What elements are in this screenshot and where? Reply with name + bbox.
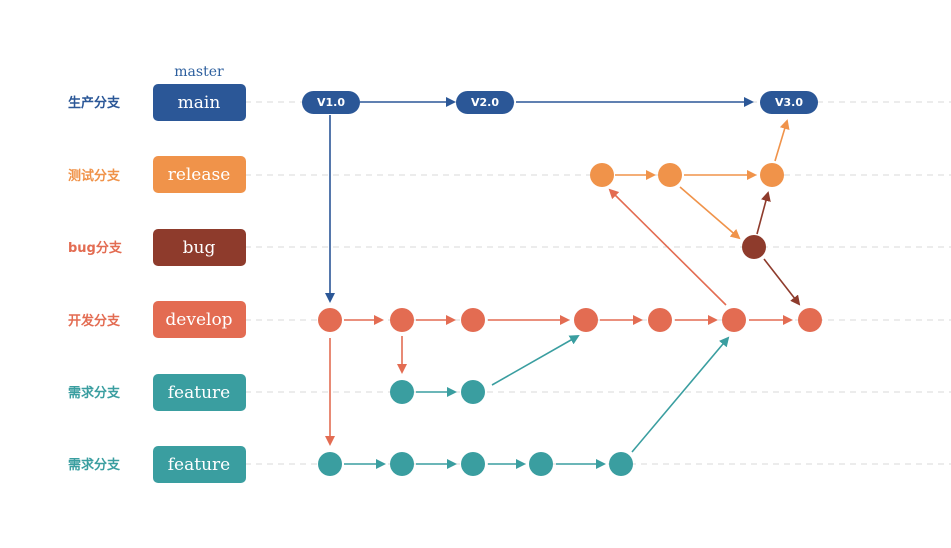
commit-develop-6 (722, 308, 746, 332)
branch-pills: main release bug develop feature feature (153, 84, 246, 483)
branch-pill-feature1-text: feature (168, 383, 230, 403)
commit-feature2-2 (390, 452, 414, 476)
edges (325, 97, 801, 469)
edge-feat2e-dev6 (631, 336, 730, 453)
commit-develop-3 (461, 308, 485, 332)
commit-release-1 (590, 163, 614, 187)
branch-pill-bug (153, 229, 246, 266)
branch-pill-develop (153, 301, 246, 338)
branch-pill-release-text: release (168, 165, 231, 185)
row-label-feature2: 需求分支 (68, 457, 121, 473)
edge-release3-v3 (774, 119, 790, 162)
commit-feature1-1 (390, 380, 414, 404)
commit-develop-4 (574, 308, 598, 332)
commit-develop-5 (648, 308, 672, 332)
branch-pill-release (153, 156, 246, 193)
row-label-main: 生产分支 (68, 95, 121, 111)
commit-develop-1 (318, 308, 342, 332)
edge-feat1b-dev4 (491, 335, 580, 386)
commit-feature2-1 (318, 452, 342, 476)
commit-feature2-3 (461, 452, 485, 476)
master-caption: master (174, 64, 224, 80)
commit-nodes (318, 163, 822, 476)
tag-v2 (456, 91, 514, 114)
commit-feature2-5 (609, 452, 633, 476)
row-labels: 生产分支 测试分支 bug分支 开发分支 需求分支 需求分支 (68, 95, 123, 473)
edge-bug-develop7 (763, 258, 801, 306)
commit-feature2-4 (529, 452, 553, 476)
tag-v3-text: V3.0 (775, 96, 803, 109)
row-label-develop: 开发分支 (68, 313, 121, 329)
row-label-feature1: 需求分支 (68, 385, 121, 401)
tag-v2-text: V2.0 (471, 96, 499, 109)
commit-bug-1 (742, 235, 766, 259)
commit-develop-7 (798, 308, 822, 332)
branch-pill-feature2 (153, 446, 246, 483)
branch-pill-main-text: main (178, 93, 221, 113)
tag-v1 (302, 91, 360, 114)
commit-feature1-2 (461, 380, 485, 404)
branch-pill-main (153, 84, 246, 121)
tag-v3 (760, 91, 818, 114)
guide-lines (245, 101, 951, 465)
row-label-bug: bug分支 (68, 240, 123, 256)
commit-release-3 (760, 163, 784, 187)
tag-v1-text: V1.0 (317, 96, 345, 109)
commit-develop-2 (390, 308, 414, 332)
branch-pill-develop-text: develop (165, 310, 232, 330)
row-label-release: 测试分支 (68, 168, 121, 184)
branch-pill-feature2-text: feature (168, 455, 230, 475)
edge-dev6-release1 (608, 188, 727, 306)
version-tags: V1.0 V2.0 V3.0 (302, 91, 818, 114)
commit-release-2 (658, 163, 682, 187)
edge-bug-release3 (756, 191, 771, 235)
branch-pill-feature1 (153, 374, 246, 411)
branch-pill-bug-text: bug (183, 238, 216, 258)
edge-release2-bug (679, 186, 741, 240)
